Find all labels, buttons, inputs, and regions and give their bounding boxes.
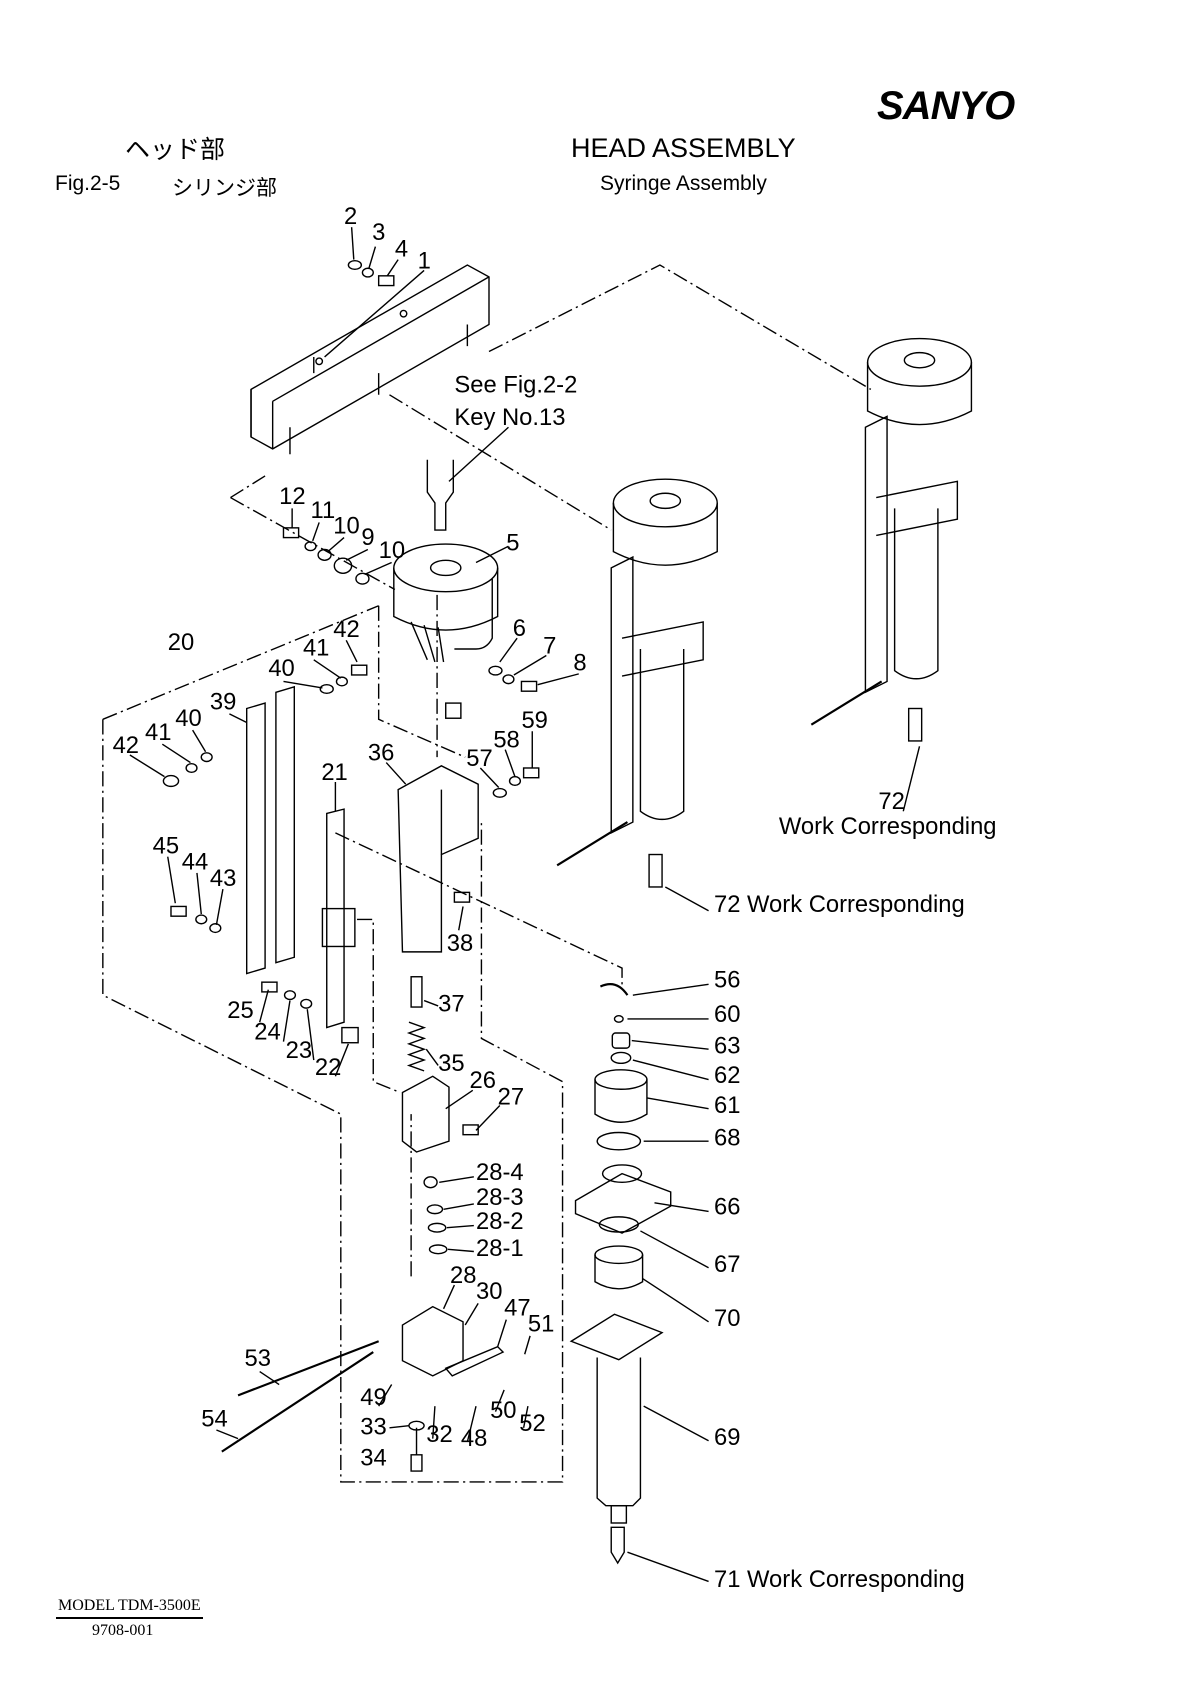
callout-label: 27 — [498, 1083, 524, 1110]
callout-label: 49 — [360, 1384, 386, 1411]
callout-label: 40 — [268, 655, 294, 682]
callout-label: 53 — [245, 1345, 271, 1372]
callout-label: 28-2 — [476, 1208, 524, 1235]
sanyo-logo: SANYO — [877, 84, 1015, 128]
callout-label: 67 — [714, 1251, 740, 1278]
callout-label: 10 — [333, 512, 359, 539]
syringe-parts — [569, 983, 672, 1565]
page-title: HEAD ASSEMBLY — [571, 133, 796, 163]
callout-label: 42 — [113, 732, 139, 759]
title-japanese: ヘッド部 — [125, 136, 226, 164]
callout-label: 21 — [321, 759, 347, 786]
holder-block — [397, 765, 479, 953]
callout-label: 36 — [368, 739, 394, 766]
document-code: 9708-001 — [92, 1622, 154, 1639]
callout-label: 72 Work Corresponding — [714, 891, 965, 918]
callout-label: 40 — [175, 705, 201, 732]
callout-label: 8 — [573, 650, 586, 677]
callout-label: 56 — [714, 967, 740, 994]
assembled-unit-right — [810, 337, 973, 742]
callout-label: 52 — [519, 1410, 545, 1437]
callout-label: 50 — [490, 1397, 516, 1424]
fasteners-top — [162, 259, 540, 1136]
callout-label: See Fig.2-2 — [454, 372, 577, 399]
assembled-unit-middle — [556, 478, 718, 888]
callout-label: 37 — [438, 990, 464, 1017]
callout-label: 6 — [513, 615, 526, 642]
callout-label: 12 — [279, 483, 305, 510]
callout-label: 57 — [466, 745, 492, 772]
callout-label: 5 — [506, 530, 519, 557]
callout-label: Key No.13 — [454, 404, 565, 431]
callout-label: 58 — [493, 726, 519, 753]
callout-label: 71 Work Corresponding — [714, 1566, 965, 1593]
callout-label: 10 — [379, 537, 405, 564]
page-subtitle: Syringe Assembly — [600, 172, 767, 195]
callout-label: 30 — [476, 1278, 502, 1305]
mounting-bracket — [250, 264, 490, 455]
callout-label: 4 — [395, 235, 408, 262]
syringe-motor — [393, 543, 499, 719]
spring-plunger — [401, 976, 450, 1255]
leader-lines — [129, 227, 921, 1583]
shaft — [426, 426, 509, 531]
callout-label: 43 — [210, 865, 236, 892]
callout-label: 22 — [315, 1054, 341, 1081]
callout-label: 62 — [714, 1062, 740, 1089]
callout-label: 28 — [450, 1262, 476, 1289]
callout-label: 25 — [227, 997, 253, 1024]
callout-label: 48 — [461, 1425, 487, 1452]
callout-label: 69 — [714, 1424, 740, 1451]
callout-label: 11 — [311, 497, 336, 524]
callout-label: 23 — [286, 1037, 312, 1064]
callout-label: Work Corresponding — [779, 813, 997, 840]
callout-label: 28-1 — [476, 1235, 524, 1262]
callout-label: 70 — [714, 1305, 740, 1332]
figure-number: Fig.2-5 — [55, 172, 121, 195]
callout-label: 47 — [504, 1294, 530, 1321]
callout-label: 72 — [878, 788, 904, 815]
model-number: MODEL TDM-3500E — [56, 1597, 203, 1619]
callout-label: 28-4 — [476, 1159, 524, 1186]
callout-label: 3 — [372, 219, 385, 246]
callout-label: 45 — [153, 832, 179, 859]
base-plates — [245, 685, 359, 1044]
callout-label: 51 — [528, 1311, 554, 1338]
callout-label: 44 — [182, 849, 208, 876]
callout-label: 63 — [714, 1033, 740, 1060]
callout-label: 34 — [360, 1445, 386, 1472]
callout-label: 32 — [426, 1421, 452, 1448]
callout-label: 39 — [210, 689, 236, 716]
callout-label: 54 — [201, 1406, 227, 1433]
callout-label: 9 — [361, 524, 374, 551]
callout-label: 41 — [303, 634, 329, 661]
assembly-guide-lines — [102, 264, 872, 1483]
callout-label: 66 — [714, 1194, 740, 1221]
callout-label: 38 — [447, 930, 473, 957]
callout-label: 2 — [344, 203, 357, 230]
callout-label: 1 — [418, 247, 431, 274]
callout-label: 33 — [360, 1413, 386, 1440]
callout-label: 20 — [168, 629, 194, 656]
callout-label: 7 — [543, 632, 556, 659]
needle-block — [221, 1305, 505, 1472]
callout-label: 28-3 — [476, 1184, 524, 1211]
callout-label: 61 — [714, 1092, 740, 1119]
subtitle-japanese: シリンジ部 — [172, 177, 277, 200]
callout-label: 41 — [145, 719, 171, 746]
callout-label: 42 — [333, 616, 359, 643]
callout-label: 59 — [521, 707, 547, 734]
callout-label: 60 — [714, 1001, 740, 1028]
callout-label: 35 — [438, 1050, 464, 1077]
callout-label: 68 — [714, 1124, 740, 1151]
callout-label: 24 — [254, 1018, 280, 1045]
callout-label: 26 — [470, 1067, 496, 1094]
